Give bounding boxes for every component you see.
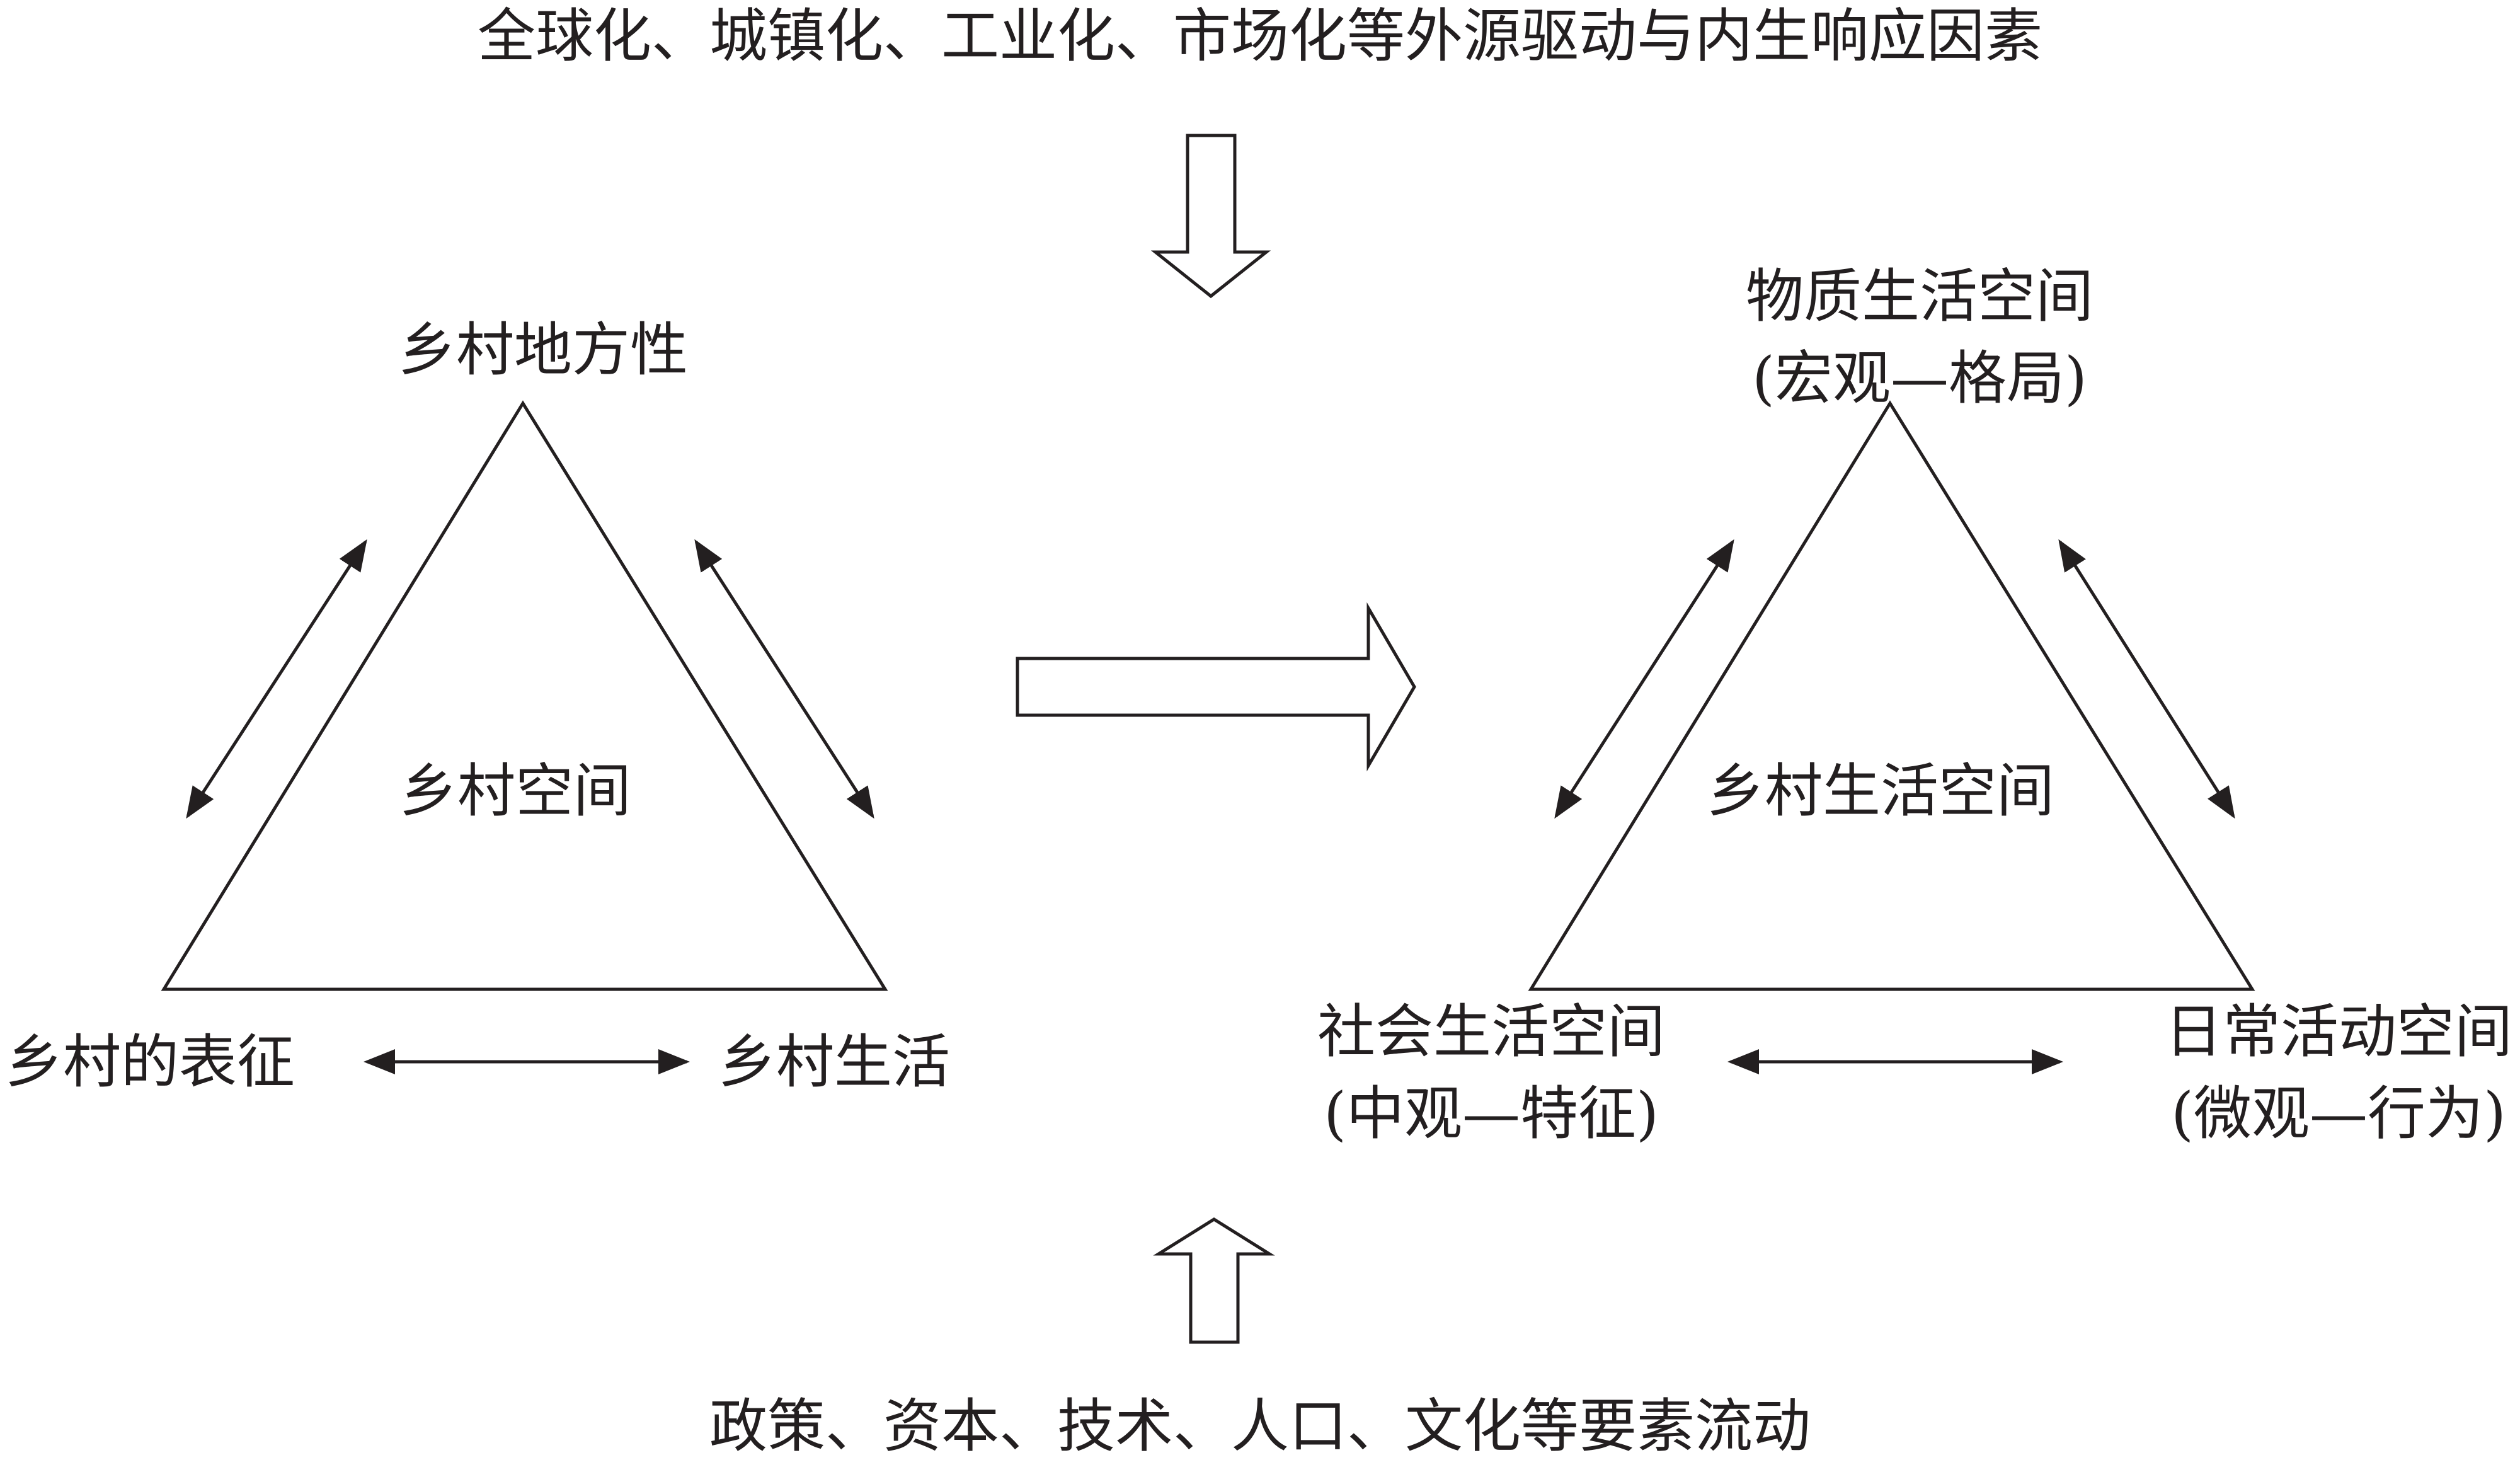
left-center-label: 乡村空间 <box>399 757 632 825</box>
bottom-factors-text: 政策、资本、技术、人口、文化等要素流动 <box>709 1393 1811 1460</box>
left-apex-label: 乡村地方性 <box>398 316 689 384</box>
top-factors-text: 全球化、城镇化、工业化、市场化等外源驱动与内生响应因素 <box>477 3 2043 70</box>
right-apex-title: 物质生活空间 <box>1745 263 2094 330</box>
right-bottom-left-subtitle: (中观—特征) <box>1324 1080 1659 1147</box>
up-hollow-arrow <box>1153 1217 1275 1344</box>
right-triangle-right-edge-arrow <box>2058 539 2235 819</box>
right-bottom-left-title: 社会生活空间 <box>1317 998 1666 1066</box>
right-bottom-right-subtitle: (微观—行为) <box>2171 1080 2506 1147</box>
left-triangle-right-edge-arrow <box>694 539 874 819</box>
right-hollow-arrow <box>1016 602 1416 772</box>
right-bottom-right-title: 日常活动空间 <box>2164 998 2513 1066</box>
right-center-label: 乡村生活空间 <box>1706 757 2055 825</box>
left-bottom-right-label: 乡村生活 <box>718 1028 951 1096</box>
right-triangle-left-edge-arrow <box>1554 539 1734 819</box>
left-triangle-left-edge-arrow <box>186 539 367 819</box>
left-triangle <box>161 400 888 991</box>
down-hollow-arrow <box>1150 134 1271 299</box>
left-bottom-left-label: 乡村的表征 <box>5 1028 295 1096</box>
right-triangle <box>1528 400 2255 991</box>
right-apex-subtitle: (宏观—格局) <box>1752 345 2087 412</box>
